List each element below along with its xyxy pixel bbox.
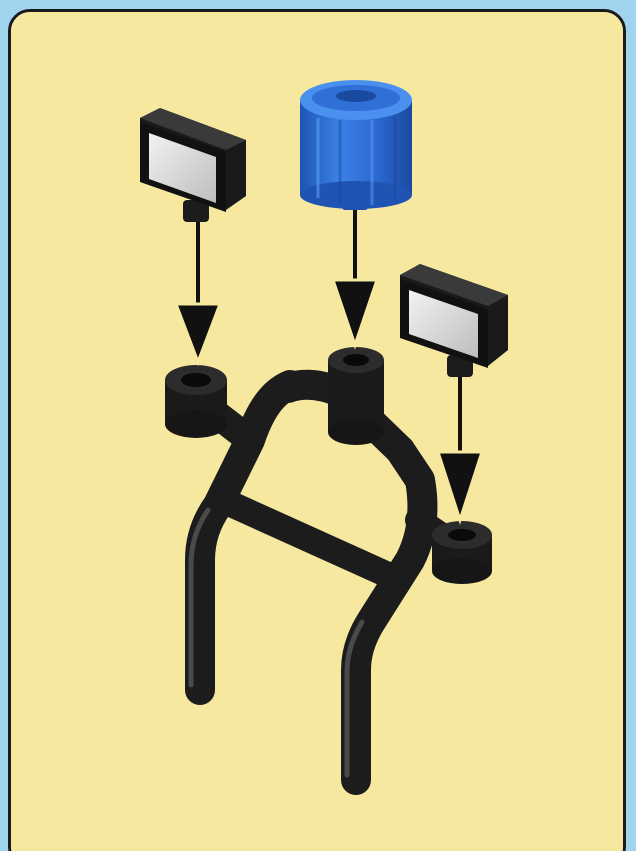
beacon-icon bbox=[300, 80, 412, 210]
center-insert-arrow bbox=[333, 210, 377, 345]
mount-frame bbox=[165, 347, 492, 780]
frame-cross-brace bbox=[222, 500, 388, 575]
center-mount-socket bbox=[328, 347, 384, 445]
right-insert-arrow bbox=[438, 375, 482, 520]
blue-beacon-light bbox=[300, 80, 412, 210]
frame-right-leg bbox=[356, 450, 422, 780]
down-arrow-icon bbox=[438, 452, 482, 520]
work-light-icon bbox=[400, 264, 508, 377]
left-insert-arrow bbox=[176, 222, 220, 362]
left-mount-socket bbox=[165, 365, 227, 438]
right-mount-socket bbox=[432, 521, 492, 584]
down-arrow-icon bbox=[176, 304, 220, 362]
work-light-icon bbox=[140, 108, 246, 222]
down-arrow-icon bbox=[333, 280, 377, 345]
left-work-light bbox=[140, 108, 246, 222]
right-work-light bbox=[400, 264, 508, 377]
